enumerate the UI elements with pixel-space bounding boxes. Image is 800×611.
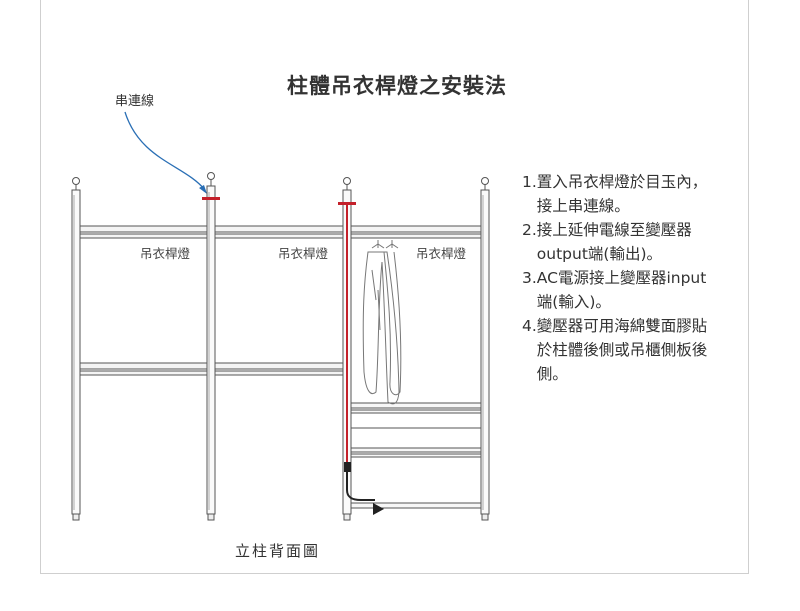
upper-rods	[79, 225, 482, 239]
post-1	[71, 177, 81, 521]
instruction-item-4: 4. 變壓器可用海綿雙面膠貼 於柱體後側或吊櫃側板後 側。	[522, 314, 737, 386]
instruction-item-3: 3. AC電源接上變壓器input 端(輸入)。	[522, 266, 737, 314]
wire-route	[202, 197, 384, 515]
lower-rods	[79, 362, 344, 376]
instruction-item-1: 1. 置入吊衣桿燈於目玉內， 接上串連線。	[522, 170, 737, 218]
instruction-number: 2.	[522, 221, 537, 239]
drawer-unit	[350, 402, 482, 509]
shelf-label-2: 吊衣桿燈	[278, 246, 329, 261]
bottom-caption: 立柱背面圖	[235, 542, 321, 560]
series-wire-label: 串連線	[115, 94, 155, 109]
post-4	[480, 177, 490, 521]
instruction-number: 1.	[522, 173, 537, 191]
instructions-list: 1. 置入吊衣桿燈於目玉內， 接上串連線。 2. 接上延伸電線至變壓器 outp…	[522, 170, 737, 386]
annotation-arrowhead	[199, 185, 207, 194]
instruction-number: 4.	[522, 317, 537, 335]
figure-frame	[40, 0, 749, 574]
shelf-label-1: 吊衣桿燈	[140, 246, 191, 261]
posts	[71, 172, 490, 521]
instruction-item-2: 2. 接上延伸電線至變壓器 output端(輸出)。	[522, 218, 737, 266]
instruction-text: AC電源接上變壓器input 端(輸入)。	[536, 269, 707, 311]
shelf-label-3: 吊衣桿燈	[416, 246, 467, 261]
hanging-clothes-icon	[362, 240, 402, 405]
annotation-curve	[124, 111, 206, 191]
instruction-number: 3.	[522, 269, 537, 287]
post-2	[206, 172, 216, 521]
instruction-text: 接上延伸電線至變壓器 output端(輸出)。	[536, 221, 692, 263]
instruction-text: 變壓器可用海綿雙面膠貼 於柱體後側或吊櫃側板後 側。	[536, 317, 708, 383]
diagram-title: 柱體吊衣桿燈之安裝法	[287, 74, 507, 98]
instruction-text: 置入吊衣桿燈於目玉內， 接上串連線。	[536, 173, 708, 215]
